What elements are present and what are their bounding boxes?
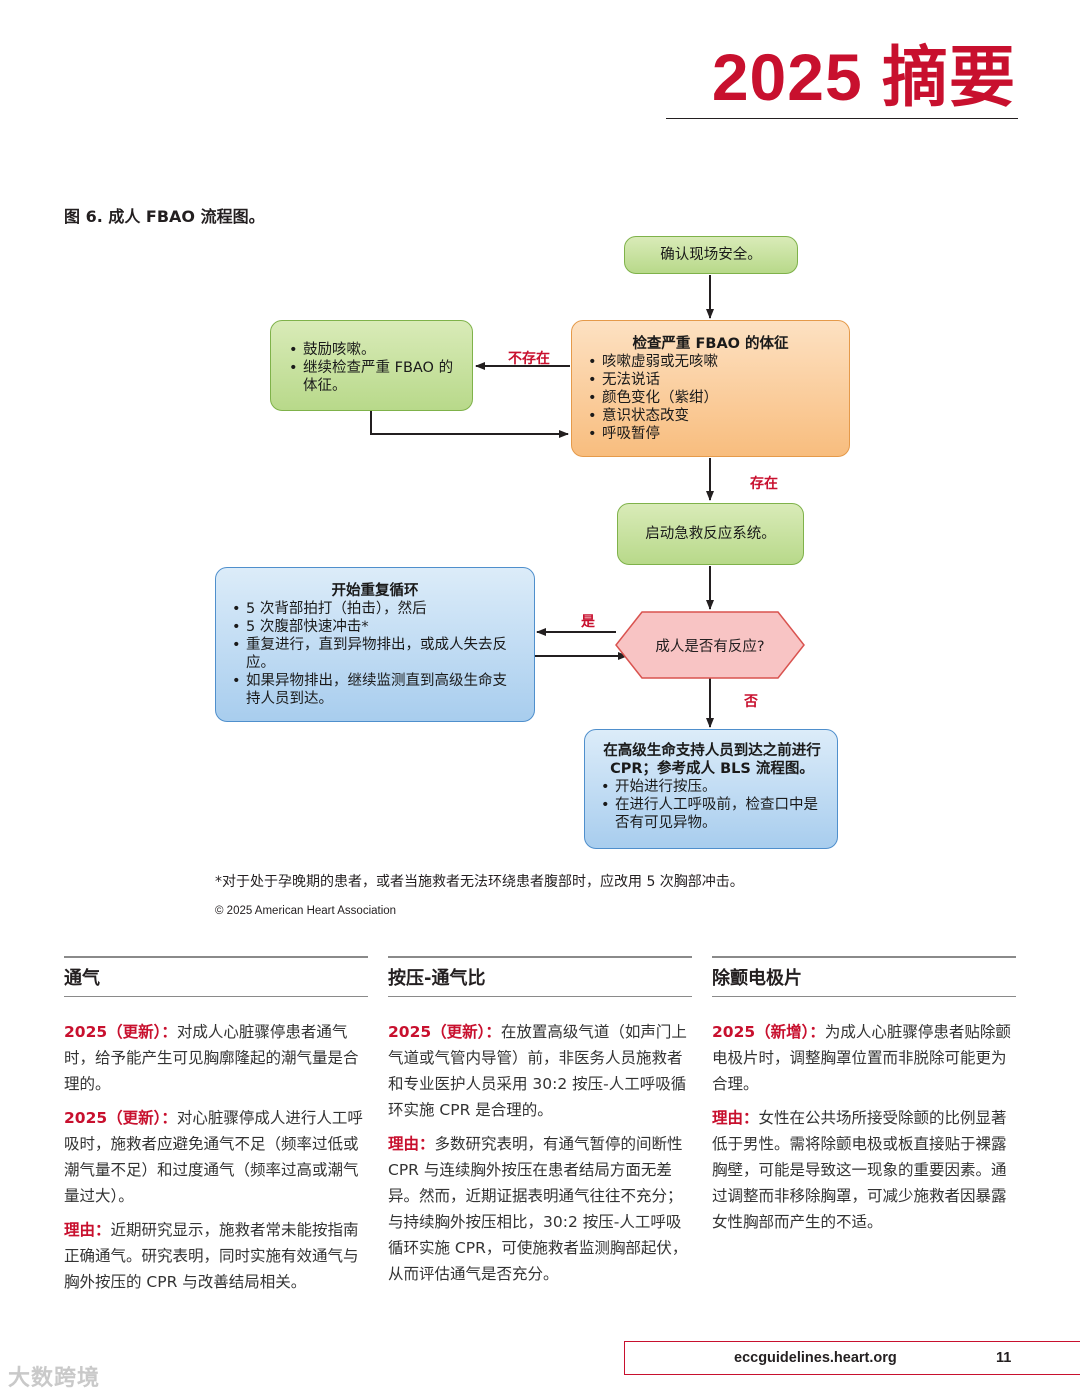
paragraph-tag: 理由： <box>712 1109 759 1127</box>
column-rule <box>388 996 692 997</box>
paragraph-text: 近期研究显示，施救者常未能按指南正确通气。研究表明，同时实施有效通气与胸外按压的… <box>64 1221 359 1291</box>
arrow-encourage-to-check <box>370 411 569 438</box>
node-encourage-cough: 鼓励咳嗽。 继续检查严重 FBAO 的体征。 <box>270 320 473 411</box>
column-paragraph: 2025（更新）：在放置高级气道（如声门上气道或气管内导管）前，非医务人员施救者… <box>388 1019 692 1123</box>
check-list: 咳嗽虚弱或无咳嗽 无法说话 颜色变化（紫绀） 意识状态改变 呼吸暂停 <box>586 353 835 443</box>
decision-responsive-label: 成人是否有反应? <box>655 638 765 655</box>
cycle-item: 重复进行，直到异物排出，或成人失去反应。 <box>230 636 520 672</box>
cycle-list: 5 次背部拍打（拍击），然后 5 次腹部快速冲击* 重复进行，直到异物排出，或成… <box>230 600 520 708</box>
check-item: 无法说话 <box>586 371 835 389</box>
page-number: 11 <box>996 1350 1012 1366</box>
paragraph-tag: 理由： <box>64 1221 111 1239</box>
paragraph-tag: 2025（新增）： <box>712 1023 825 1041</box>
column-rule <box>64 996 368 997</box>
flowchart-connectors <box>370 275 805 728</box>
column-rule <box>712 996 1016 997</box>
column-title: 通气 <box>64 968 100 989</box>
paragraph-text: 在放置高级气道（如声门上气道或气管内导管）前，非医务人员施救者和专业医护人员采用… <box>388 1023 687 1119</box>
paragraph-text: 多数研究表明，有通气暂停的间断性 CPR 与连续胸外按压在患者结局方面无差异。然… <box>388 1135 688 1283</box>
encourage-item: 继续检查严重 FBAO 的体征。 <box>287 359 458 395</box>
node-perform-cpr: 在高级生命支持人员到达之前进行 CPR；参考成人 BLS 流程图。 开始进行按压… <box>584 729 838 849</box>
paragraph-text: 为成人心脏骤停患者贴除颤电极片时，调整胸罩位置而非脱除可能更为合理。 <box>712 1023 1011 1093</box>
cpr-title: 在高级生命支持人员到达之前进行 CPR；参考成人 BLS 流程图。 <box>603 743 821 777</box>
node-activate-ems: 启动急救反应系统。 <box>617 503 804 565</box>
check-item: 颜色变化（紫绀） <box>586 389 835 407</box>
figure-caption: 图 6. 成人 FBAO 流程图。 <box>64 207 265 226</box>
column-paragraph: 理由：多数研究表明，有通气暂停的间断性 CPR 与连续胸外按压在患者结局方面无差… <box>388 1131 692 1287</box>
column-paragraph: 理由：女性在公共场所接受除颤的比例显著低于男性。需将除颤电极或板直接贴于裸露胸壁… <box>712 1105 1016 1235</box>
paragraph-tag: 2025（更新）： <box>64 1023 177 1041</box>
column-defib-pads: 除颤电极片 2025（新增）：为成人心脏骤停患者贴除颤电极片时，调整胸罩位置而非… <box>712 956 1016 1243</box>
encourage-item: 鼓励咳嗽。 <box>287 341 458 359</box>
paragraph-tag: 2025（更新）： <box>64 1109 177 1127</box>
column-paragraph: 2025（新增）：为成人心脏骤停患者贴除颤电极片时，调整胸罩位置而非脱除可能更为… <box>712 1019 1016 1097</box>
paragraph-text: 对心脏骤停成人进行人工呼吸时，施救者应避免通气不足（频率过低或潮气量不足）和过度… <box>64 1109 363 1205</box>
check-item: 呼吸暂停 <box>586 425 835 443</box>
figure-footnote: *对于处于孕晚期的患者，或者当施救者无法环绕患者腹部时，应改用 5 次胸部冲击。 <box>215 874 744 890</box>
cycle-item: 如果异物排出，继续监测直到高级生命支持人员到达。 <box>230 672 520 708</box>
column-ventilation: 通气 2025（更新）：对成人心脏骤停患者通气时，给予能产生可见胸廓隆起的潮气量… <box>64 956 368 1303</box>
check-title: 检查严重 FBAO 的体征 <box>632 336 789 352</box>
cpr-item: 在进行人工呼吸前，检查口中是否有可见异物。 <box>599 796 825 832</box>
encourage-list: 鼓励咳嗽。 继续检查严重 FBAO 的体征。 <box>287 341 458 395</box>
page-header-title: 2025 摘要 <box>711 40 1016 114</box>
paragraph-text: 女性在公共场所接受除颤的比例显著低于男性。需将除颤电极或板直接贴于裸露胸壁，可能… <box>712 1109 1007 1231</box>
paragraph-tag: 2025（更新）： <box>388 1023 501 1041</box>
node-scene-safety: 确认现场安全。 <box>624 236 798 274</box>
label-no: 否 <box>744 694 758 710</box>
copyright: © 2025 American Heart Association <box>215 905 397 917</box>
label-absent: 不存在 <box>508 351 550 367</box>
label-yes: 是 <box>581 614 595 630</box>
column-paragraph: 2025（更新）：对心脏骤停成人进行人工呼吸时，施救者应避免通气不足（频率过低或… <box>64 1105 368 1209</box>
column-paragraph: 2025（更新）：对成人心脏骤停患者通气时，给予能产生可见胸廓隆起的潮气量是合理… <box>64 1019 368 1097</box>
column-compression-ratio: 按压-通气比 2025（更新）：在放置高级气道（如声门上气道或气管内导管）前，非… <box>388 956 692 1295</box>
header-divider <box>666 118 1018 119</box>
column-title: 除颤电极片 <box>712 968 802 989</box>
cycle-item: 5 次背部拍打（拍击），然后 <box>230 600 520 618</box>
column-rule <box>64 956 368 958</box>
node-scene-safety-text: 确认现场安全。 <box>660 247 762 263</box>
node-repeat-cycle: 开始重复循环 5 次背部拍打（拍击），然后 5 次腹部快速冲击* 重复进行，直到… <box>215 567 535 722</box>
column-paragraph: 理由：近期研究显示，施救者常未能按指南正确通气。研究表明，同时实施有效通气与胸外… <box>64 1217 368 1295</box>
paragraph-tag: 理由： <box>388 1135 435 1153</box>
watermark-logo: 大数跨境 <box>8 1366 101 1391</box>
paragraph-text: 对成人心脏骤停患者通气时，给予能产生可见胸廓隆起的潮气量是合理的。 <box>64 1023 359 1093</box>
check-item: 咳嗽虚弱或无咳嗽 <box>586 353 835 371</box>
column-rule <box>388 956 692 958</box>
node-check-fbao-signs: 检查严重 FBAO 的体征 咳嗽虚弱或无咳嗽 无法说话 颜色变化（紫绀） 意识状… <box>571 320 850 457</box>
cpr-item: 开始进行按压。 <box>599 778 825 796</box>
node-activate-text: 启动急救反应系统。 <box>645 526 776 542</box>
cpr-list: 开始进行按压。 在进行人工呼吸前，检查口中是否有可见异物。 <box>599 778 825 832</box>
column-rule <box>712 956 1016 958</box>
footer-bar <box>624 1341 1080 1375</box>
cycle-item: 5 次腹部快速冲击* <box>230 618 520 636</box>
label-present: 存在 <box>750 476 778 492</box>
cycle-title: 开始重复循环 <box>331 583 419 599</box>
column-title: 按压-通气比 <box>388 968 486 989</box>
check-item: 意识状态改变 <box>586 407 835 425</box>
footer-url: eccguidelines.heart.org <box>734 1350 897 1366</box>
